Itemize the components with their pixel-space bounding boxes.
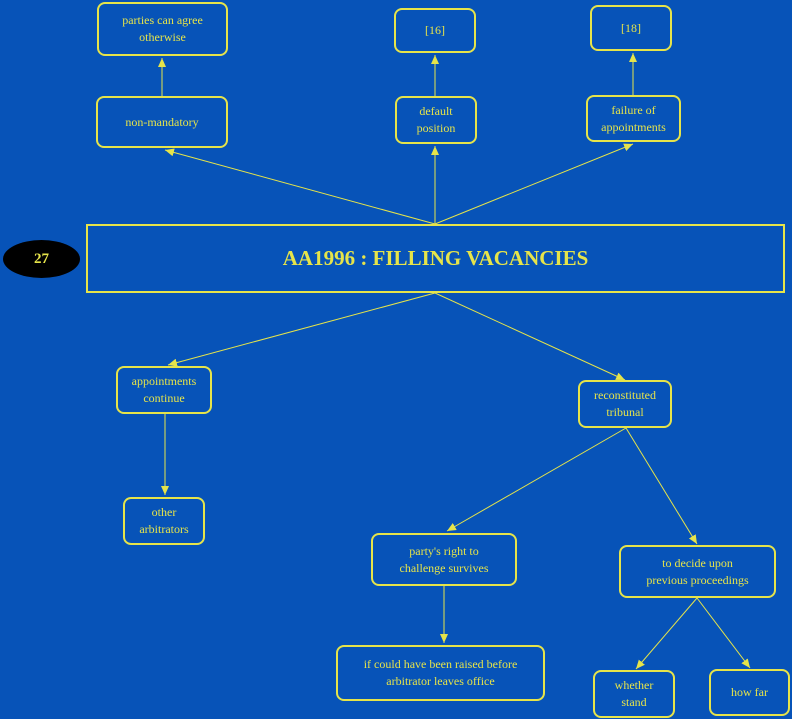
node-party-right: party's right to challenge survives bbox=[371, 533, 517, 586]
edge-to-decide-whether-stand bbox=[635, 597, 698, 670]
node-whether-stand: whether stand bbox=[593, 670, 675, 718]
node-parties-agree: parties can agree otherwise bbox=[97, 2, 228, 56]
edge-main-failure-appointments bbox=[434, 143, 634, 225]
node-if-could: if could have been raised before arbitra… bbox=[336, 645, 545, 701]
node-to-decide: to decide upon previous proceedings bbox=[619, 545, 776, 598]
node-other-arbitrators: other arbitrators bbox=[123, 497, 205, 545]
node-appointments-continue: appointments continue bbox=[116, 366, 212, 414]
edge-reconstituted-to-decide bbox=[625, 427, 698, 545]
edge-main-appointments-continue bbox=[167, 292, 436, 367]
node-failure-appointments: failure of appointments bbox=[586, 95, 681, 142]
node-ref18: [18] bbox=[590, 5, 672, 51]
main-topic-box: AA1996 : FILLING VACANCIES bbox=[86, 224, 785, 293]
edge-reconstituted-party-right bbox=[446, 427, 627, 532]
edge-main-non-mandatory bbox=[164, 148, 436, 225]
edge-main-reconstituted bbox=[434, 292, 626, 381]
node-default-position: default position bbox=[395, 96, 477, 144]
node-reconstituted-tribunal: reconstituted tribunal bbox=[578, 380, 672, 428]
edge-to-decide-how-far bbox=[696, 597, 751, 669]
node-ref16: [16] bbox=[394, 8, 476, 53]
node-how-far: how far bbox=[709, 669, 790, 716]
node-non-mandatory: non-mandatory bbox=[96, 96, 228, 148]
slide-number-badge: 27 bbox=[3, 240, 80, 278]
